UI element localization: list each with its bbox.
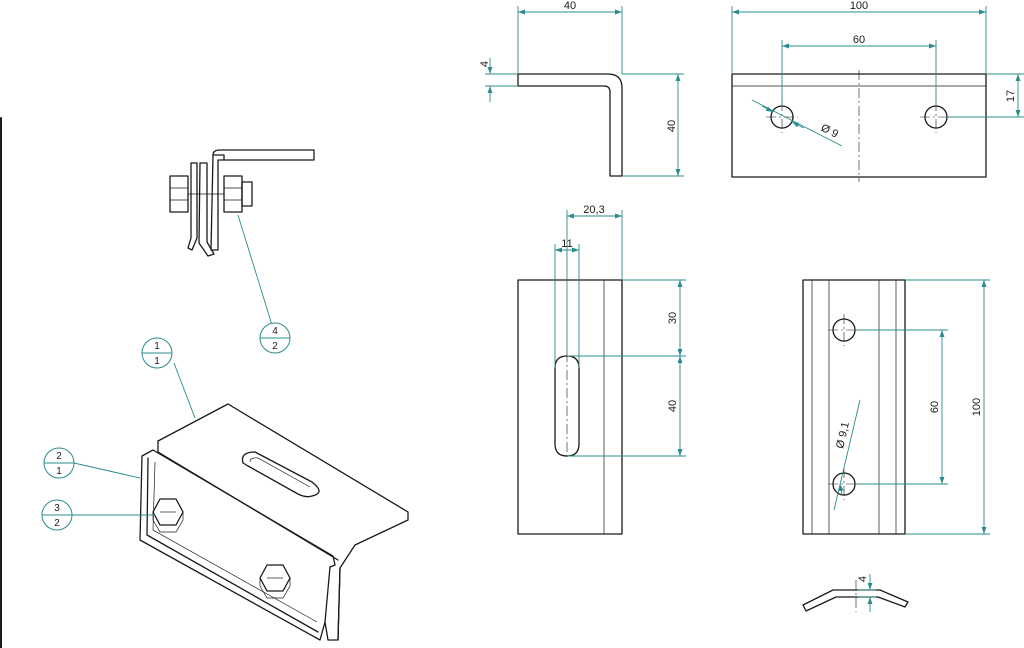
dim-side-height: 40 [666,120,678,132]
balloon-4-item: 4 [272,326,278,337]
plate-profile-view: 4 [802,574,909,612]
dim-slot-offset: 20,3 [583,204,604,216]
balloon-1-item: 1 [154,341,160,352]
balloon-2-qty: 1 [56,466,62,477]
balloon-2-item: 2 [56,451,62,462]
dim-front-hole-dia: Ø 9 [819,122,840,141]
dim-side-width: 40 [564,0,576,12]
slotted-flange-view: 20,3 11 30 40 [517,204,686,535]
dim-slot-width: 11 [561,238,572,250]
isometric-view [139,403,409,641]
dim-side-thickness: 4 [479,61,491,67]
balloon-3-item: 3 [54,503,60,514]
balloon-group: 1 1 2 1 3 2 4 2 [41,214,291,531]
dim-front-hole-spacing: 60 [853,34,865,46]
dim-plate-hole-dia: Ø 9,1 [834,421,852,450]
dim-front-length: 100 [850,0,868,12]
dim-profile-thickness: 4 [857,576,869,582]
dim-front-hole-offset: 17 [1005,90,1017,102]
bracket-front-view: 100 60 17 Ø 9 [731,0,1024,182]
balloon-1-qty: 1 [154,356,160,367]
dim-slot-length: 40 [667,400,679,412]
dim-slot-top: 30 [667,312,679,324]
clamp-plate-view: 60 100 Ø 9,1 [802,279,990,535]
dim-plate-length: 100 [971,398,983,416]
balloon-4-qty: 2 [272,341,278,352]
assembly-side-view [169,149,315,257]
dim-plate-hole-spacing: 60 [929,401,941,413]
bracket-side-view: 40 4 40 [479,0,684,177]
balloon-3-qty: 2 [54,518,60,529]
